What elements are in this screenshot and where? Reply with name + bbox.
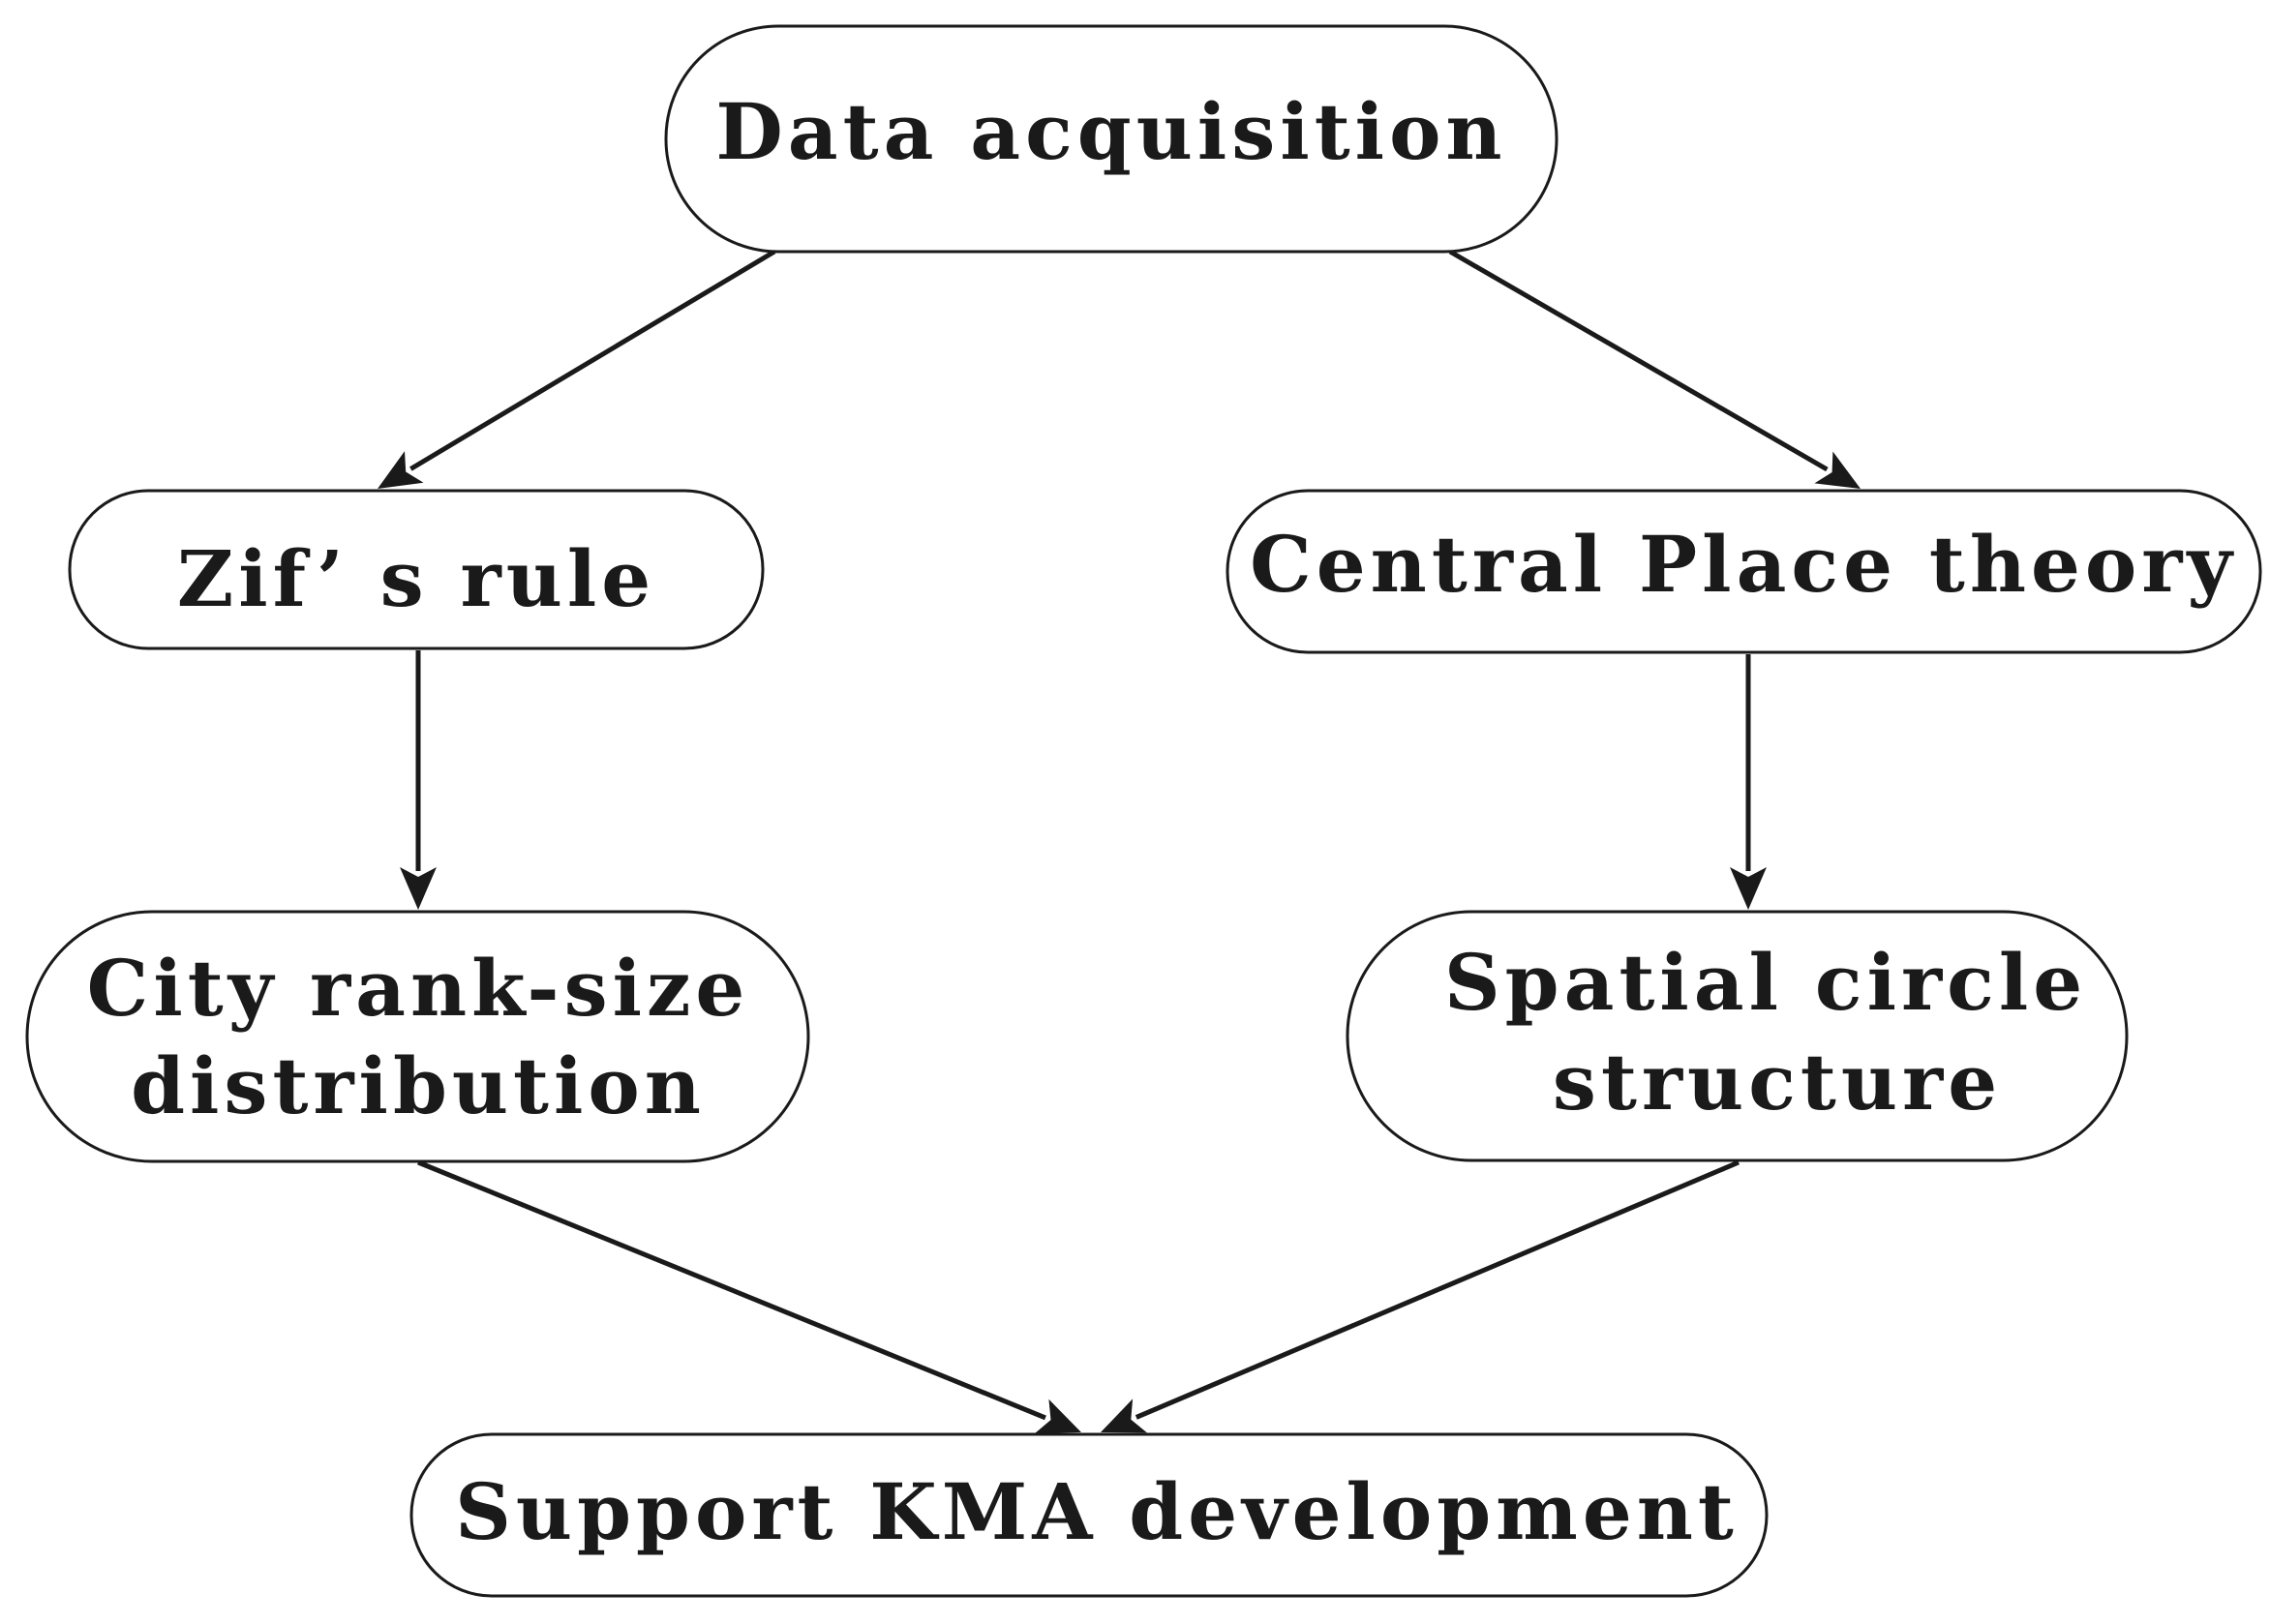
node-label: Spatial circle <box>1444 937 2087 1028</box>
node-box <box>1226 489 2262 654</box>
node-box <box>409 1432 1769 1598</box>
arrowhead-icon <box>1035 1398 1081 1433</box>
edge-rank-size-to-support-kma <box>417 1159 1081 1433</box>
edge-central-place-to-spatial-circle <box>1730 654 1767 910</box>
edge-line <box>417 1159 1046 1421</box>
node-label: Zif’ s rule <box>177 533 655 624</box>
node-label: City rank-size <box>87 943 750 1034</box>
node-data-acquisition: Data acquisition <box>664 24 1559 254</box>
arrowhead-icon <box>1814 451 1861 489</box>
edges <box>378 249 1861 1433</box>
edge-zipfs-rule-to-rank-size <box>400 650 437 910</box>
node-spatial-circle-structure: Spatial circle structure <box>1346 910 2129 1162</box>
node-box <box>68 489 765 650</box>
edge-data-acquisition-to-central-place <box>1448 249 1861 489</box>
node-central-place-theory: Central Place theory <box>1226 489 2262 654</box>
node-label: structure <box>1553 1037 2002 1128</box>
node-box <box>1346 910 2129 1162</box>
node-box <box>25 910 810 1163</box>
arrowhead-icon <box>1730 867 1767 910</box>
arrowhead-icon <box>400 867 437 910</box>
edge-data-acquisition-to-zipfs-rule <box>378 249 776 489</box>
edge-line <box>1135 1159 1740 1420</box>
edge-spatial-circle-to-support-kma <box>1101 1159 1740 1433</box>
node-box <box>664 24 1559 254</box>
edge-line <box>1448 249 1829 472</box>
edge-line <box>409 249 776 471</box>
arrowhead-icon <box>378 451 424 489</box>
node-city-rank-size-distribution: City rank-size distribution <box>25 910 810 1163</box>
node-support-kma-development: Support KMA development <box>409 1432 1769 1598</box>
node-label: Data acquisition <box>715 86 1506 177</box>
arrowhead-icon <box>1101 1398 1147 1433</box>
node-label: distribution <box>131 1040 706 1131</box>
node-label: Support KMA development <box>455 1466 1739 1557</box>
node-zipfs-rule: Zif’ s rule <box>68 489 765 650</box>
node-label: Central Place theory <box>1250 519 2237 610</box>
